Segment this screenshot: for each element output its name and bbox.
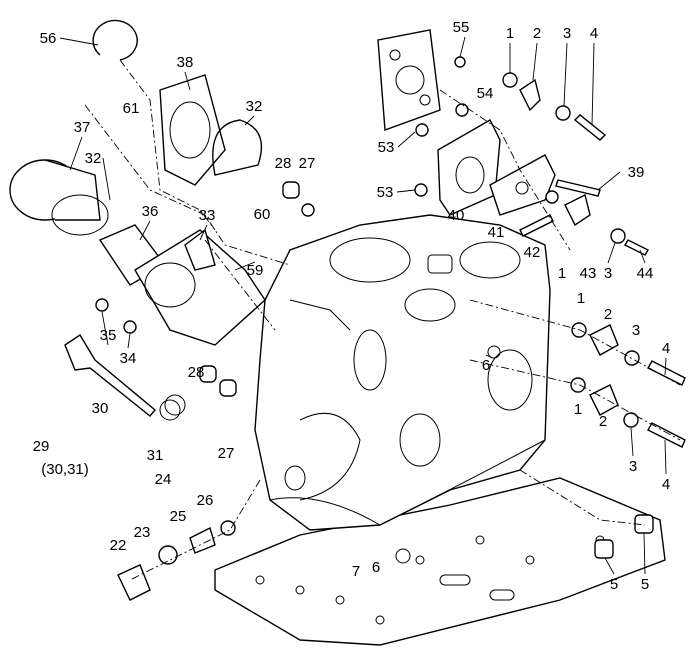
callout: 28 (275, 155, 292, 172)
callout: 61 (123, 100, 140, 117)
callout: 1 (574, 401, 582, 418)
callout: 3 (563, 25, 571, 42)
callout: 32 (246, 98, 263, 115)
callout: 36 (142, 203, 159, 220)
bracket-40 (437, 119, 501, 216)
callout: 1 (558, 265, 566, 282)
callout: 38 (177, 54, 194, 71)
callout: 40 (448, 207, 465, 224)
callout: 2 (599, 413, 607, 430)
callout: 26 (197, 492, 214, 509)
callout: 23 (134, 524, 151, 541)
plug-22 (117, 564, 151, 601)
callout: 29 (33, 438, 50, 455)
callout: 32 (85, 150, 102, 167)
callout: 4 (662, 340, 670, 357)
callout: 35 (100, 327, 117, 344)
callout: 37 (74, 119, 91, 136)
callout: 6 (372, 559, 380, 576)
callout: 27 (218, 445, 235, 462)
clip-ring-56 (92, 19, 138, 61)
callout: 53 (378, 139, 395, 156)
cylinder-block (254, 214, 551, 531)
callout: 3 (629, 458, 637, 475)
callout: 42 (524, 244, 541, 261)
callout: 56 (40, 30, 57, 47)
callout: 54 (477, 85, 494, 102)
gasket-38 (159, 74, 226, 186)
callout: 3 (604, 265, 612, 282)
callout: 31 (147, 447, 164, 464)
callout: 2 (533, 25, 541, 42)
callout: 4 (662, 476, 670, 493)
callout: 39 (628, 164, 645, 181)
callout-labels: 56 38 32 61 37 32 36 33 28 27 60 59 35 3… (33, 19, 671, 593)
callout: 28 (188, 364, 205, 381)
callout: (30,31) (41, 461, 89, 478)
seal-32 (212, 119, 263, 176)
callout: 25 (170, 508, 187, 525)
callout: 44 (637, 265, 654, 282)
callout: 1 (577, 290, 585, 307)
callout: 4 (590, 25, 598, 42)
callout: 33 (199, 207, 216, 224)
callout: 55 (453, 19, 470, 36)
callout: 1 (506, 25, 514, 42)
callout: 24 (155, 471, 172, 488)
sensor-30 (64, 334, 156, 417)
callout: 30 (92, 400, 109, 417)
callout: 5 (610, 576, 618, 593)
callout: 34 (120, 350, 137, 367)
callout: 6 (482, 357, 490, 374)
callout: 27 (299, 155, 316, 172)
callout: 3 (632, 322, 640, 339)
callout: 53 (377, 184, 394, 201)
callout: 7 (352, 563, 360, 580)
callout: 60 (254, 206, 271, 223)
callout: 41 (488, 224, 505, 241)
bracket-41 (489, 154, 556, 216)
callout: 59 (247, 262, 264, 279)
callout: 43 (580, 265, 597, 282)
callout: 2 (604, 306, 612, 323)
cover-plate (377, 29, 441, 131)
callout: 22 (110, 537, 127, 554)
filter-housing-59 (134, 229, 266, 346)
callout: 5 (641, 576, 649, 593)
